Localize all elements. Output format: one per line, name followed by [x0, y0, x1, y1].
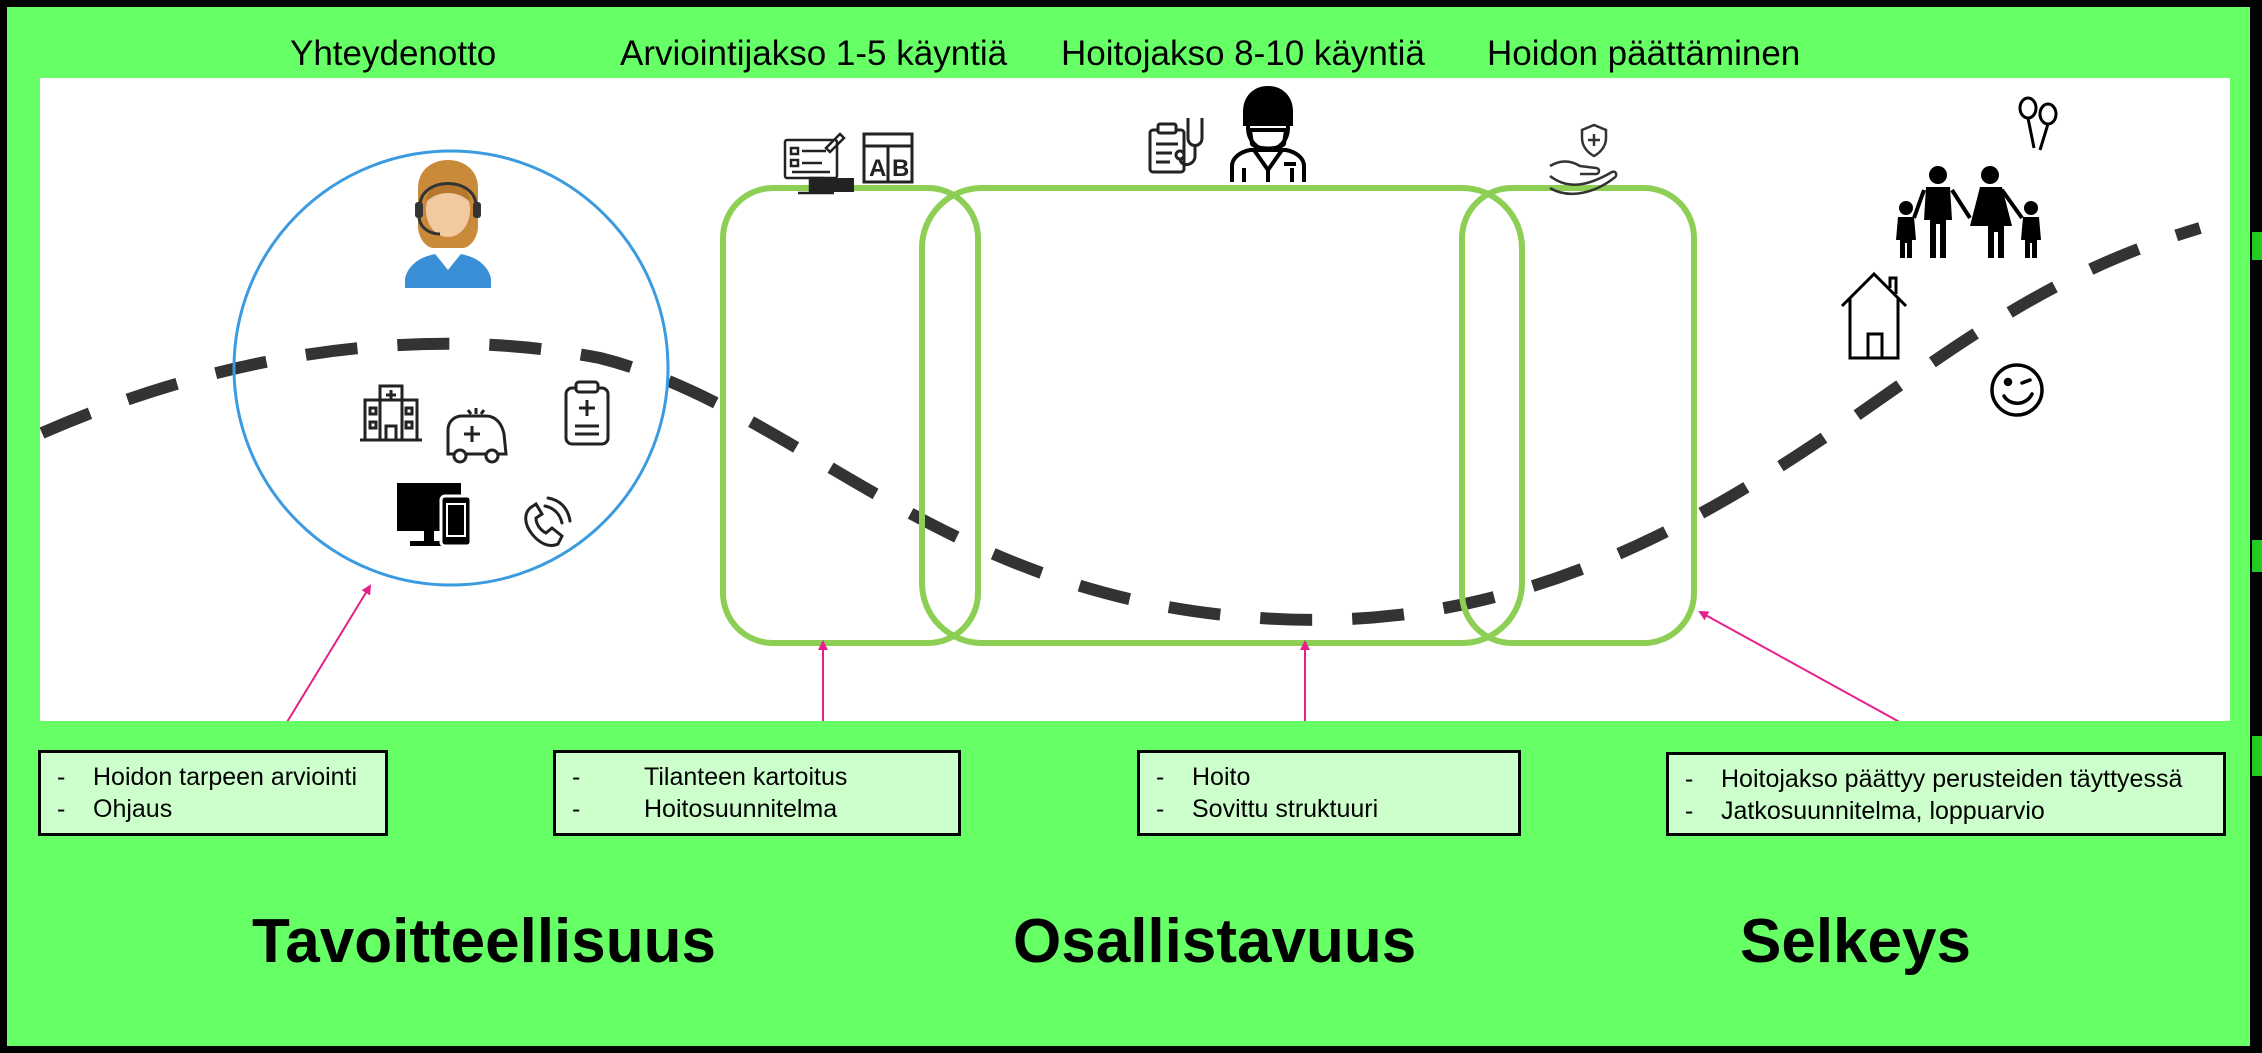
note-box-treatment: -Hoito -Sovittu struktuuri	[1137, 750, 1521, 836]
svg-text:A: A	[869, 155, 886, 182]
note-item: -Jatkosuunnitelma, loppuarvio	[1685, 797, 2045, 825]
pointer-arrow-contact	[286, 584, 372, 721]
note-item: -Hoitojakso päättyy perusteiden täyttyes…	[1685, 765, 2183, 793]
smiley-face-icon	[1990, 363, 2044, 417]
closing-phase-box	[1459, 185, 1697, 646]
ab-test-box-tab	[814, 178, 854, 192]
value-title-goal-orientation: Tavoitteellisuus	[252, 907, 716, 976]
customer-service-agent-icon	[405, 160, 491, 288]
phase-title-contact: Yhteydenotto	[290, 34, 497, 73]
pointer-arrows	[286, 584, 1900, 721]
treatment-phase-box	[919, 185, 1525, 646]
ambulance-icon	[446, 408, 508, 464]
value-title-clarity: Selkeys	[1740, 907, 1971, 976]
journey-canvas: A B	[40, 78, 2230, 721]
pointer-arrow-closing	[1698, 611, 1900, 721]
note-item: -Tilanteen kartoitus	[572, 763, 848, 791]
note-item: -Hoito	[1156, 763, 1251, 791]
note-item: -Sovittu struktuuri	[1156, 795, 1379, 823]
home-icon	[1840, 271, 1908, 360]
note-box-assessment: -Tilanteen kartoitus -Hoitosuunnitelma	[553, 750, 961, 836]
value-title-inclusiveness: Osallistavuus	[1013, 907, 1417, 976]
note-item: -Hoidon tarpeen arviointi	[57, 763, 358, 791]
care-hand-icon	[1549, 123, 1618, 196]
patient-path-line	[40, 222, 2202, 626]
svg-text:B: B	[892, 155, 909, 182]
ab-test-icon: A B	[862, 132, 914, 184]
edge-mark-bottom	[2252, 736, 2262, 776]
assessment-phase-box	[720, 185, 981, 646]
hospital-icon	[360, 384, 422, 442]
medical-report-icon	[1148, 118, 1204, 174]
contact-circle	[232, 149, 670, 587]
phase-title-treatment: Hoitojakso 8-10 käyntiä	[1061, 34, 1425, 73]
edge-mark-top	[2252, 232, 2262, 260]
edge-mark-middle	[2252, 540, 2262, 572]
phone-call-icon	[524, 496, 572, 548]
balloons-icon	[2018, 96, 2058, 151]
phase-title-closing: Hoidon päättäminen	[1487, 34, 1801, 73]
phase-title-assessment: Arviointijakso 1-5 käyntiä	[620, 34, 1008, 73]
doctor-icon	[1230, 85, 1306, 182]
journey-diagram: A B	[40, 85, 2202, 721]
family-icon	[1896, 166, 2041, 258]
note-item: -Ohjaus	[57, 795, 173, 823]
note-item: -Hoitosuunnitelma	[572, 795, 838, 823]
note-box-contact: -Hoidon tarpeen arviointi -Ohjaus	[38, 750, 388, 836]
note-box-closing: -Hoitojakso päättyy perusteiden täyttyes…	[1666, 752, 2226, 836]
computer-and-phone-icon	[397, 483, 473, 548]
medical-clipboard-icon	[564, 380, 610, 446]
